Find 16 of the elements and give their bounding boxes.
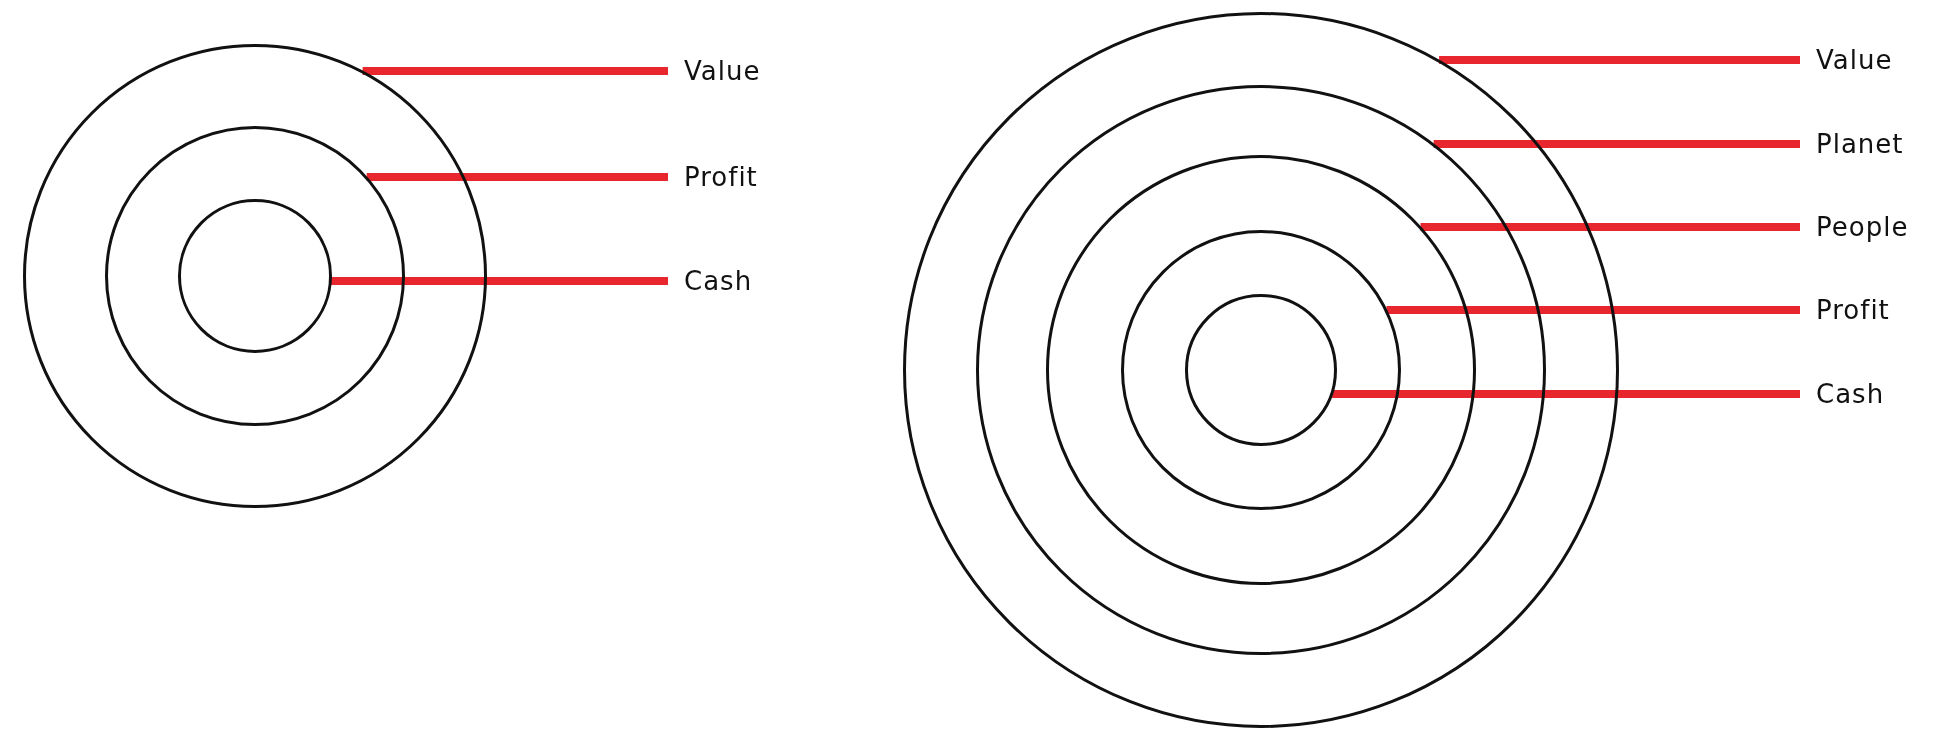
ring-label: Cash (1800, 377, 1885, 411)
ring-circle (178, 199, 332, 353)
ring-circle (1185, 294, 1337, 446)
ring-label: Profit (668, 160, 758, 194)
ring-circle (903, 12, 1619, 728)
ring-circle (105, 126, 405, 426)
ring-label: Planet (1800, 127, 1904, 161)
ring-label: Value (1800, 43, 1893, 77)
ring-label: Cash (668, 264, 753, 298)
ring-circle (1121, 230, 1401, 510)
ring-label: Value (668, 54, 761, 88)
ring-label: People (1800, 210, 1909, 244)
ring-circle (23, 44, 487, 508)
ring-circle (1046, 155, 1476, 585)
ring-circle (976, 85, 1546, 655)
ring-label: Profit (1800, 293, 1890, 327)
